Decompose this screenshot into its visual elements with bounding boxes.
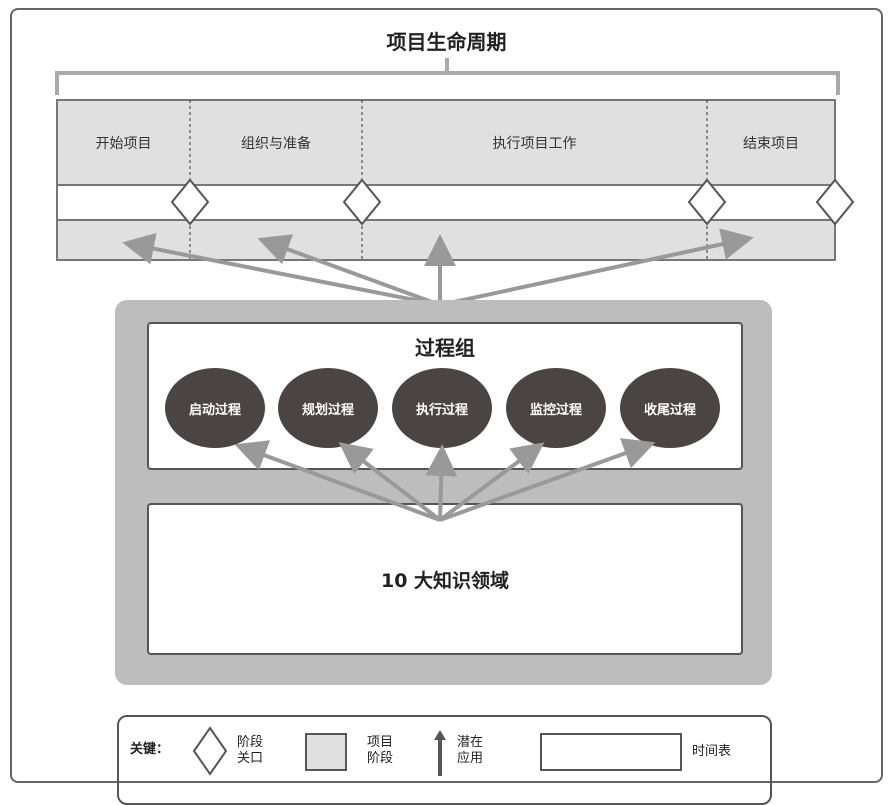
lifecycle-bracket	[55, 58, 840, 95]
knowledge-areas-box: 10 大知识领域	[147, 503, 743, 655]
lifecycle-arrows	[122, 228, 754, 307]
phase-close-project: 结束项目	[743, 135, 799, 152]
legend-potential-use: 潜在应用	[457, 735, 483, 767]
diagram-title: 项目生命周期	[386, 30, 507, 54]
legend-project-phase: 项目阶段	[367, 735, 393, 767]
process-monitoring: 监控过程	[506, 368, 606, 448]
legend-usage-line1: 潜在	[457, 735, 484, 750]
process-group-title: 过程组	[415, 336, 475, 360]
phase-gate-icon	[192, 726, 228, 776]
project-phase-icon	[305, 733, 347, 771]
legend-usage-line2: 应用	[457, 751, 484, 766]
process-closing: 收尾过程	[620, 368, 720, 448]
timeline-icon	[540, 733, 682, 771]
legend-key-label: 关键：	[130, 742, 170, 757]
potential-use-arrow-icon	[434, 730, 446, 776]
phase-gate-diamonds	[170, 178, 855, 226]
legend-gate-line1: 阶段	[237, 735, 264, 750]
legend-phase-line1: 项目	[367, 735, 394, 750]
legend-timeline: 时间表	[692, 744, 732, 759]
process-executing: 执行过程	[392, 368, 492, 448]
legend-phase-gate: 阶段关口	[237, 735, 263, 767]
process-initiating: 启动过程	[165, 368, 265, 448]
process-planning: 规划过程	[278, 368, 378, 448]
legend-phase-line2: 阶段	[367, 751, 394, 766]
diagram-frame	[10, 8, 883, 783]
phase-execute-work: 执行项目工作	[492, 135, 577, 152]
legend-gate-line2: 关口	[237, 751, 264, 766]
phase-organize-prepare: 组织与准备	[241, 135, 311, 152]
phase-start-project: 开始项目	[95, 135, 152, 152]
